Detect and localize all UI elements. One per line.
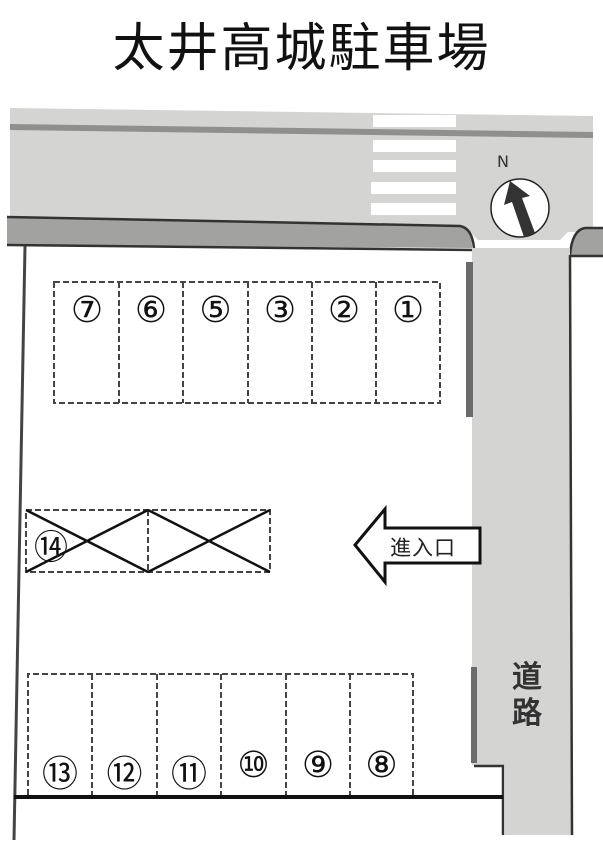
space-number: ⑬ <box>41 754 78 795</box>
unavailable-cross-icon <box>25 508 271 574</box>
parking-space-3[interactable]: ③ <box>248 290 312 331</box>
parking-space-6[interactable]: ⑥ <box>119 290 183 331</box>
space-number: ⑪ <box>170 754 207 795</box>
space-number: ② <box>327 290 361 331</box>
parking-space-10[interactable]: ⑩ <box>221 745 286 786</box>
parking-row-top <box>53 281 441 404</box>
parking-space-7[interactable]: ⑦ <box>55 290 119 331</box>
space-number: ⑦ <box>70 290 104 331</box>
side-road-label: 道 路 <box>507 660 547 732</box>
page-title: 太井高城駐車場 <box>112 19 491 79</box>
parking-space-13[interactable]: ⑬ <box>28 745 92 797</box>
parking-space-9[interactable]: ⑨ <box>286 745 350 786</box>
space-number: ⑫ <box>106 754 143 795</box>
space-number: ① <box>391 290 425 331</box>
space-number: ⑧ <box>365 745 398 786</box>
lot-left-boundary <box>12 245 27 841</box>
space-number: ⑩ <box>237 745 270 786</box>
side-road <box>466 248 574 836</box>
side-road-label-line2: 路 <box>512 696 542 731</box>
parking-space-2[interactable]: ② <box>312 290 376 331</box>
space-number: ③ <box>263 290 297 331</box>
entrance-label: 進入口 <box>390 536 456 560</box>
sidewalk <box>6 215 603 258</box>
parking-row-middle <box>25 508 271 574</box>
parking-space-11[interactable]: ⑪ <box>157 745 221 797</box>
space-number: ⑥ <box>134 290 168 331</box>
north-arrow-icon <box>490 178 550 238</box>
parking-space-8[interactable]: ⑧ <box>350 745 413 786</box>
parking-space-1[interactable]: ① <box>376 290 440 331</box>
parking-space-12[interactable]: ⑫ <box>92 745 157 797</box>
space-number: ⑨ <box>301 745 335 786</box>
crosswalk <box>371 115 456 215</box>
compass-label: N <box>497 152 509 171</box>
parking-row-bottom <box>27 673 414 795</box>
entrance-arrow-icon <box>353 504 482 587</box>
space-number: ⑭ <box>34 528 68 568</box>
parking-space-14: ⑭ <box>26 520 76 569</box>
space-number: ⑤ <box>199 290 232 331</box>
main-road <box>10 108 593 240</box>
side-road-label-line1: 道 <box>512 660 542 695</box>
parking-space-5[interactable]: ⑤ <box>183 290 248 331</box>
